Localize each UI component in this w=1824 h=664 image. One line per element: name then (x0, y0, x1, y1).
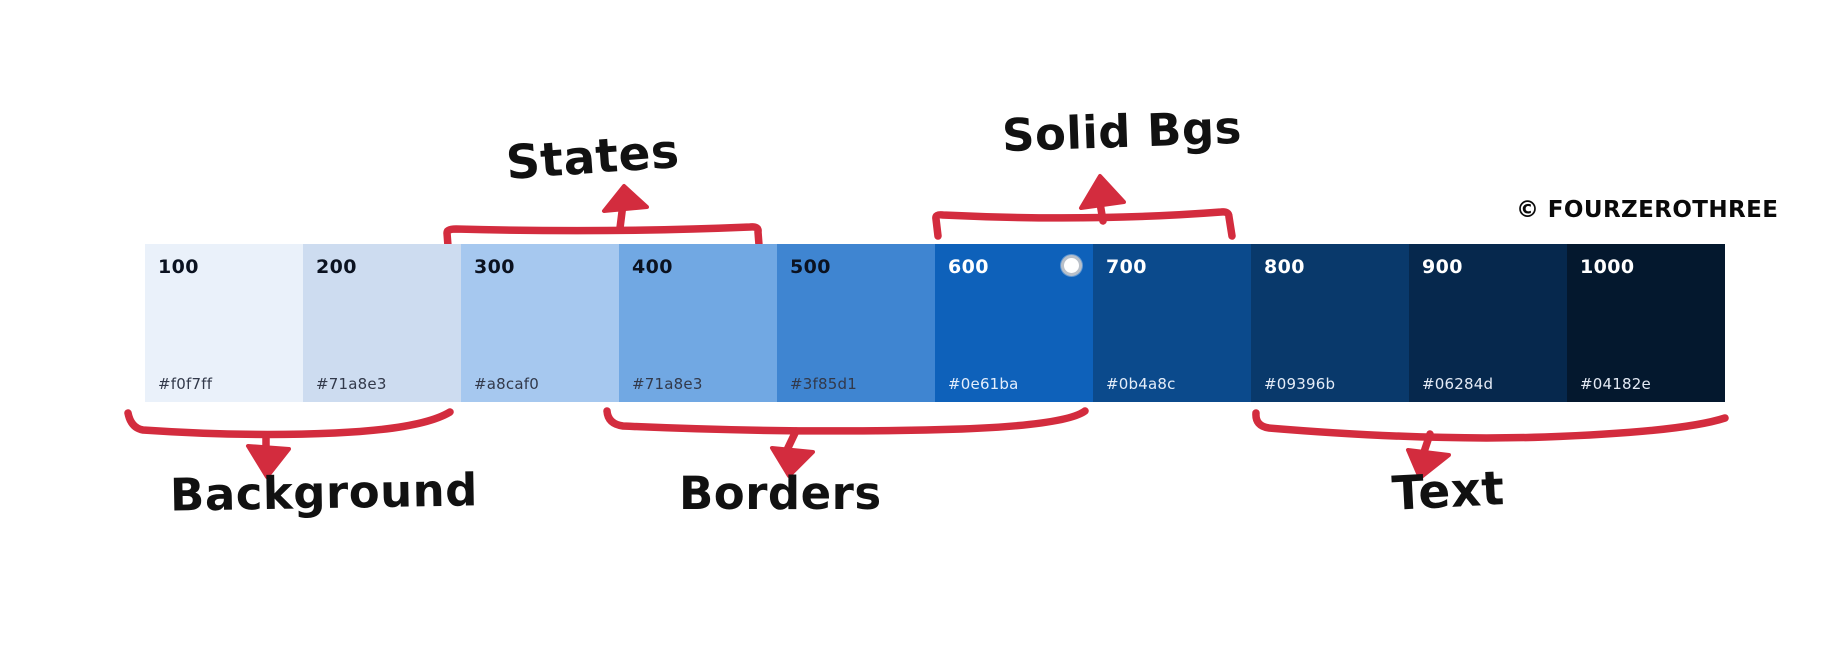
swatch-hex-label: #0b4a8c (1106, 375, 1176, 393)
swatch-1000[interactable]: 1000 #04182e (1567, 244, 1725, 402)
swatch-hex-label: #71a8e3 (632, 375, 703, 393)
swatch-weight-label: 100 (158, 256, 199, 278)
swatch-100[interactable]: 100 #f0f7ff (145, 244, 303, 402)
swatch-800[interactable]: 800 #09396b (1251, 244, 1409, 402)
swatch-weight-label: 600 (948, 256, 989, 278)
swatch-hex-label: #06284d (1422, 375, 1494, 393)
background-label: Background (169, 463, 479, 522)
swatch-hex-label: #a8caf0 (474, 375, 539, 393)
swatch-hex-label: #04182e (1580, 375, 1651, 393)
swatch-hex-label: #0e61ba (948, 375, 1019, 393)
swatch-300[interactable]: 300 #a8caf0 (461, 244, 619, 402)
solid-bgs-bracket-arrow-icon (932, 174, 1236, 240)
swatch-hex-label: #3f85d1 (790, 375, 857, 393)
swatch-weight-label: 200 (316, 256, 357, 278)
color-palette-strip: 100 #f0f7ff 200 #71a8e3 300 #a8caf0 400 … (145, 244, 1725, 402)
swatch-700[interactable]: 700 #0b4a8c (1093, 244, 1251, 402)
borders-label: Borders (679, 467, 882, 520)
watermark-credit: © FOURZEROTHREE (1516, 197, 1779, 223)
swatch-weight-label: 400 (632, 256, 673, 278)
text-label: Text (1390, 461, 1506, 522)
swatch-weight-label: 500 (790, 256, 831, 278)
swatch-weight-label: 900 (1422, 256, 1463, 278)
swatch-200[interactable]: 200 #71a8e3 (303, 244, 461, 402)
swatch-weight-label: 700 (1106, 256, 1147, 278)
swatch-weight-label: 800 (1264, 256, 1305, 278)
swatch-600[interactable]: 600 #0e61ba (935, 244, 1093, 402)
swatch-900[interactable]: 900 #06284d (1409, 244, 1567, 402)
selected-dot-indicator[interactable] (1061, 255, 1082, 276)
swatch-hex-label: #f0f7ff (158, 375, 213, 393)
swatch-weight-label: 1000 (1580, 256, 1635, 278)
swatch-hex-label: #71a8e3 (316, 375, 387, 393)
swatch-400[interactable]: 400 #71a8e3 (619, 244, 777, 402)
states-label: States (504, 124, 682, 191)
states-bracket-arrow-icon (443, 184, 763, 250)
solid-bgs-label: Solid Bgs (1001, 100, 1243, 163)
swatch-weight-label: 300 (474, 256, 515, 278)
swatch-hex-label: #09396b (1264, 375, 1336, 393)
swatch-500[interactable]: 500 #3f85d1 (777, 244, 935, 402)
